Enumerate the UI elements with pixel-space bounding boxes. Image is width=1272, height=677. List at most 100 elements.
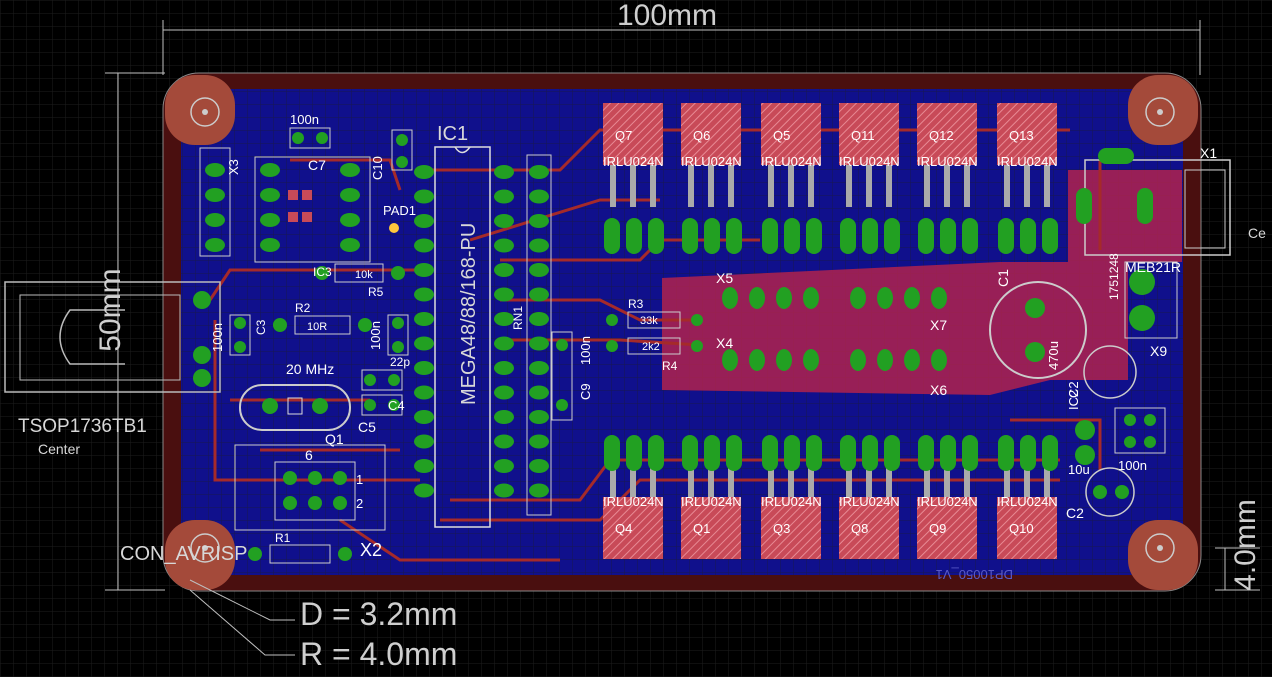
mosfet-lead	[866, 455, 872, 497]
dim-edge-label: 4.0mm	[1229, 499, 1262, 591]
pin-1-label: 1	[356, 472, 363, 487]
ic1-pin	[414, 189, 434, 204]
mosfet-pad	[840, 435, 856, 471]
mosfet-part: IRLU024N	[839, 154, 900, 169]
x4-x5-pin-rows[interactable]	[722, 287, 947, 371]
ic1-pin	[494, 385, 514, 400]
small-capacitors[interactable]	[229, 127, 573, 421]
mosfet-pad	[604, 218, 620, 254]
ic1-pin	[494, 483, 514, 498]
ic3-label: IC3	[313, 265, 332, 279]
mosfet-pad	[1042, 435, 1058, 471]
mosfet-lead	[728, 165, 734, 207]
q1-regulator[interactable]	[234, 444, 386, 531]
mosfet-body	[681, 497, 741, 559]
mosfet-pad	[918, 435, 934, 471]
pin-6-label: 6	[305, 447, 313, 463]
mosfet-lead	[708, 455, 714, 497]
mosfet-lead	[924, 165, 930, 207]
r3-r4-resistors[interactable]	[606, 311, 703, 355]
x7-label: X7	[930, 317, 947, 333]
mosfet-lead	[1004, 455, 1010, 497]
ic1-pin	[494, 189, 514, 204]
val-100n-c: 100n	[368, 321, 383, 350]
ic1-pin	[414, 263, 434, 277]
c10-label: C10	[370, 156, 385, 180]
rn1-pin	[529, 410, 549, 424]
ic1-pin	[494, 238, 514, 253]
x5-label: X5	[716, 270, 733, 286]
val-470u: 470u	[1046, 341, 1061, 370]
c1-label: C1	[995, 269, 1011, 287]
ic1-pin	[414, 361, 434, 375]
c1-electrolytic[interactable]	[989, 281, 1087, 379]
r2-resistor[interactable]	[273, 315, 372, 335]
ic1-pin	[494, 459, 514, 473]
mosfet-ref: Q1	[693, 521, 710, 536]
val-10u: 10u	[1068, 462, 1090, 477]
mosfet-part: IRLU024N	[603, 494, 664, 509]
mounting-holes	[165, 75, 1198, 590]
mosfet-lead	[1004, 165, 1010, 207]
mosfet-lead	[944, 455, 950, 497]
mosfet-body	[681, 103, 741, 165]
mosfet-part: IRLU024N	[917, 154, 978, 169]
ic1-pin	[414, 483, 434, 498]
mosfet-pad	[884, 435, 900, 471]
drill-label: D = 3.2mm	[300, 596, 457, 632]
x3-header[interactable]	[199, 147, 231, 257]
mosfet-lead	[886, 165, 892, 207]
header-pin	[904, 349, 920, 371]
rn1-pin	[529, 434, 549, 449]
mosfet-pad	[704, 218, 720, 254]
x1-power-jack[interactable]	[1076, 148, 1231, 256]
rn1-pin	[529, 263, 549, 277]
mosfet-lead	[610, 165, 616, 207]
ic1-pin	[494, 263, 514, 277]
mosfet-pad	[940, 218, 956, 254]
r1-resistor[interactable]	[248, 544, 352, 564]
mosfet-pad	[762, 218, 778, 254]
ic1-pin	[494, 361, 514, 375]
rn1-pin	[529, 483, 549, 498]
x9-terminal[interactable]	[1124, 261, 1178, 339]
mosfet-lead	[808, 165, 814, 207]
mosfet-body	[603, 497, 663, 559]
ic1-package[interactable]	[414, 146, 514, 528]
r5-resistor[interactable]	[315, 263, 405, 283]
ic1-pin	[494, 287, 514, 302]
mosfet-ref: Q8	[851, 521, 868, 536]
c9-label: C9	[578, 383, 593, 400]
mosfet-pad	[862, 218, 878, 254]
rn1-pin	[529, 385, 549, 400]
rn1-header[interactable]	[526, 154, 552, 516]
crystal-20mhz[interactable]	[239, 384, 351, 431]
mosfet-pad	[682, 435, 698, 471]
ic2-regulator[interactable]	[1075, 345, 1166, 517]
part-num-label: 1751248	[1107, 253, 1121, 300]
mosfet-part: IRLU024N	[997, 494, 1058, 509]
ic1-pin	[414, 385, 434, 400]
val-2k2: 2k2	[642, 341, 660, 353]
radius-label: R = 4.0mm	[300, 636, 457, 672]
header-pin	[931, 287, 947, 309]
rn1-pin	[529, 312, 549, 326]
ic3-footprint[interactable]	[254, 156, 371, 263]
mosfet-lead	[944, 165, 950, 207]
meb21r-label: MEB21R	[1125, 259, 1181, 275]
val-100n-a: 100n	[290, 112, 319, 127]
mosfet-body	[603, 103, 663, 165]
